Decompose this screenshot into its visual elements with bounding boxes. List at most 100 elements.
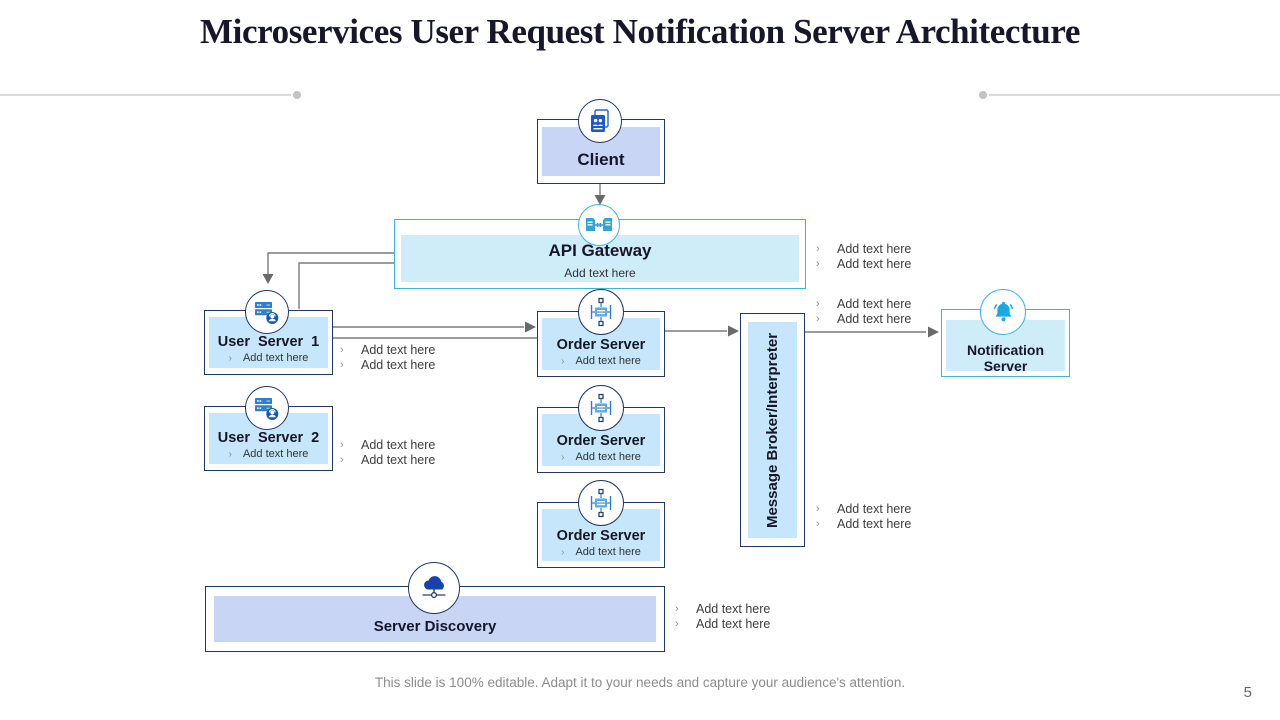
annotation-row: › Add text here: [340, 343, 435, 358]
bullet-chevron: ›: [816, 243, 820, 256]
order-server-3-bullet: Add text here: [575, 546, 641, 558]
bullet-chevron: ›: [340, 453, 344, 466]
annotation-text: Add text here: [837, 516, 912, 531]
arrowhead-orderserver-broker: [728, 325, 739, 337]
order-server-2-title: Order Server: [556, 433, 646, 449]
annotation-text: Add text here: [361, 343, 436, 358]
annotation-text: Add text here: [837, 256, 912, 271]
order-server-2-icon-circle: [578, 385, 624, 431]
order-server-1-icon-circle: [578, 289, 624, 335]
user-server-1-annotations: › Add text here › Add text here: [340, 343, 435, 372]
order-server-1-bullet: Add text here: [575, 355, 641, 367]
decorative-line-left: [0, 94, 291, 96]
annotation-row: › Add text here: [816, 297, 911, 312]
bullet-chevron: ›: [561, 451, 565, 463]
server-discovery-annotations: › Add text here › Add text here: [675, 602, 770, 631]
annotation-text: Add text here: [361, 452, 436, 467]
api-gateway-subtitle: Add text here: [564, 266, 636, 280]
node-message-broker: Message Broker/Interpreter: [740, 313, 805, 547]
order-flow-icon: [590, 393, 612, 423]
message-broker-fill: [748, 322, 797, 538]
broker-bottom-annotations: › Add text here › Add text here: [816, 502, 911, 531]
order-server-3-icon-circle: [578, 480, 624, 526]
decorative-line-right: [989, 94, 1280, 96]
bullet-chevron: ›: [816, 257, 820, 270]
annotation-text: Add text here: [837, 311, 912, 326]
bullet-chevron: ›: [675, 617, 679, 630]
user-server-2-bullet: Add text here: [242, 448, 309, 460]
bullet-chevron: ›: [561, 546, 565, 558]
bullet-chevron: ›: [675, 603, 679, 616]
server-discovery-title: Server Discovery: [373, 618, 497, 635]
annotation-row: › Add text here: [816, 257, 911, 272]
arrowhead-client-gateway: [594, 195, 606, 205]
user-server-icon: [255, 302, 279, 324]
order-server-1-title: Order Server: [556, 337, 646, 353]
bullet-chevron: ›: [561, 355, 565, 367]
broker-top-annotations: › Add text here › Add text here: [816, 297, 911, 326]
footer-note: This slide is 100% editable. Adapt it to…: [374, 675, 906, 690]
page-number: 5: [1243, 684, 1252, 701]
user-server-1-bullet: Add text here: [242, 352, 309, 364]
arrowhead-userserver1-orderserver: [525, 321, 536, 333]
order-flow-icon: [590, 488, 612, 518]
arrowhead-broker-notification: [928, 326, 939, 338]
annotation-text: Add text here: [361, 357, 436, 372]
bullet-chevron: ›: [816, 517, 820, 530]
api-gateway-icon-circle: [578, 204, 620, 246]
annotation-text: Add text here: [696, 616, 771, 631]
decorative-dot-left: [293, 91, 301, 99]
contacts-document-icon: [591, 109, 609, 132]
annotation-row: › Add text here: [816, 312, 911, 327]
message-broker-label-wrap: Message Broker/Interpreter: [741, 314, 804, 546]
annotation-text: Add text here: [837, 502, 912, 517]
annotation-row: › Add text here: [340, 358, 435, 373]
user-server-1-icon-circle: [245, 290, 289, 334]
cloud-network-icon: [422, 576, 446, 599]
user-server-2-title: User Server 2: [217, 430, 320, 446]
annotation-row: › Add text here: [816, 502, 911, 517]
annotation-text: Add text here: [696, 602, 771, 617]
user-server-2-icon-circle: [245, 386, 289, 430]
bullet-chevron: ›: [340, 358, 344, 371]
bullet-chevron: ›: [816, 503, 820, 516]
message-broker-title: Message Broker/Interpreter: [764, 332, 781, 528]
gateway-icon: [586, 218, 612, 231]
client-icon-circle: [578, 99, 622, 143]
arrowhead-gateway-userserver1: [262, 274, 274, 284]
annotation-text: Add text here: [361, 438, 436, 453]
annotation-row: › Add text here: [340, 453, 435, 468]
client-title: Client: [577, 150, 625, 169]
api-gateway-title: API Gateway: [548, 241, 652, 260]
decorative-dot-right: [979, 91, 987, 99]
annotation-row: › Add text here: [816, 517, 911, 532]
bell-icon: [993, 301, 1013, 321]
node-user-server-2: User Server 2 › Add text here: [204, 406, 333, 471]
bullet-chevron: ›: [228, 448, 232, 460]
order-server-2-bullet: Add text here: [575, 451, 641, 463]
annotation-row: › Add text here: [675, 617, 770, 632]
user-server-2-annotations: › Add text here › Add text here: [340, 438, 435, 467]
notification-server-icon-circle: [980, 289, 1026, 335]
connector-gateway-userserver1-a: [267, 252, 394, 275]
bullet-chevron: ›: [340, 344, 344, 357]
notification-server-title: Notification Server: [967, 342, 1044, 374]
page-title: Microservices User Request Notification …: [200, 12, 1080, 51]
annotation-text: Add text here: [837, 297, 912, 312]
user-server-icon: [255, 398, 279, 420]
order-server-3-title: Order Server: [556, 528, 646, 544]
api-gateway-annotations: › Add text here › Add text here: [816, 242, 911, 271]
server-discovery-icon-circle: [408, 562, 460, 614]
annotation-row: › Add text here: [675, 602, 770, 617]
user-server-1-title: User Server 1: [217, 334, 320, 350]
annotation-text: Add text here: [837, 242, 912, 257]
bullet-chevron: ›: [340, 439, 344, 452]
bullet-chevron: ›: [816, 312, 820, 325]
connector-gateway-userserver1-b: [298, 262, 394, 309]
order-flow-icon: [590, 297, 612, 327]
bullet-chevron: ›: [816, 298, 820, 311]
bullet-chevron: ›: [228, 352, 232, 364]
annotation-row: › Add text here: [340, 438, 435, 453]
